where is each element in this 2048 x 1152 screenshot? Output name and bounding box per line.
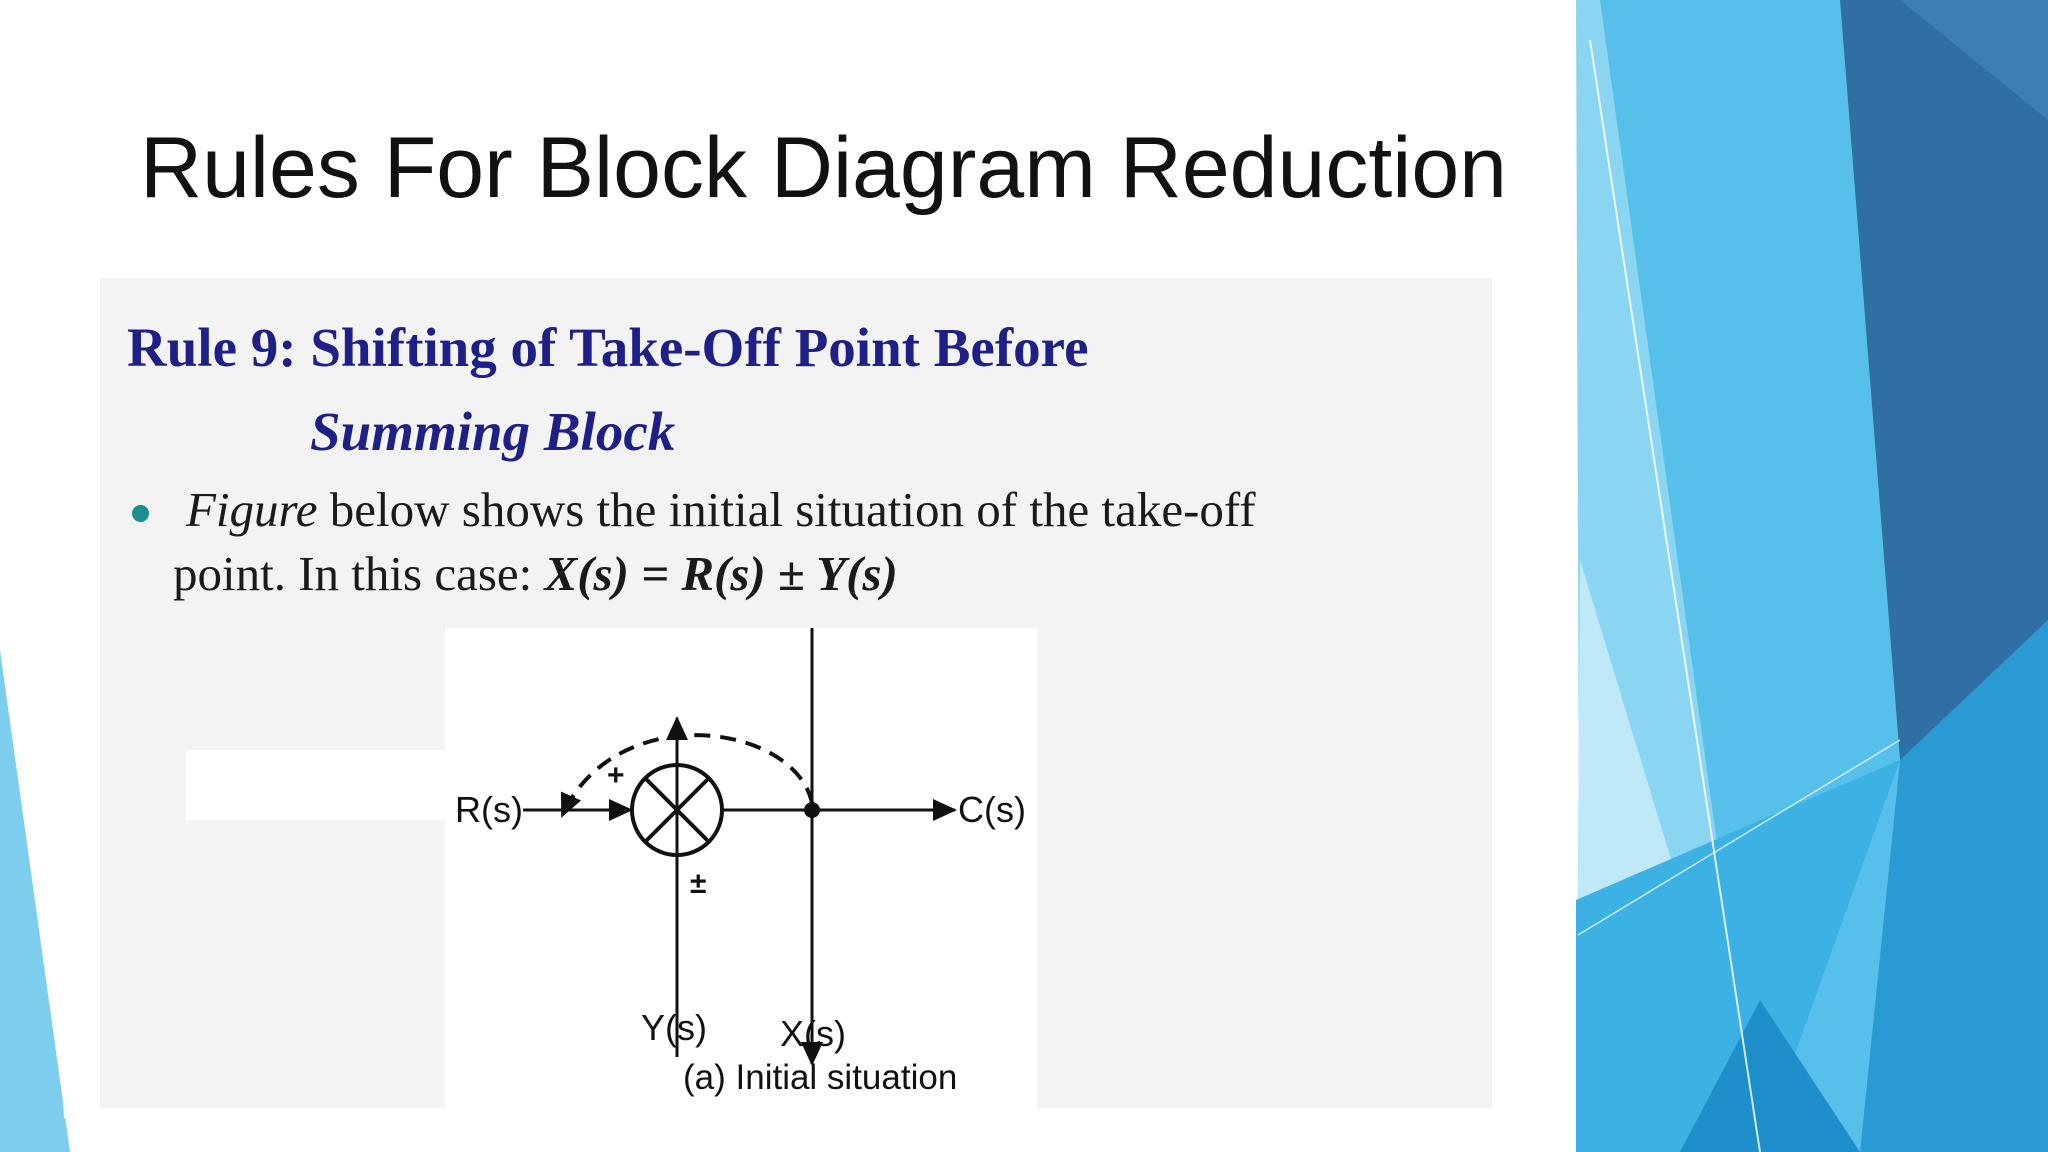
rule-heading: Rule 9: Shifting of Take-Off Point Befor… [127, 317, 1089, 378]
equation: X(s) = R(s) ± Y(s) [544, 546, 898, 601]
block-diagram-svg [523, 628, 957, 1066]
bullet-line-1: Figure below shows the initial situation… [186, 481, 1256, 539]
figure-caption: (a) Initial situation [683, 1058, 958, 1097]
rule-content-image: Rule 9: Shifting of Take-Off Point Befor… [100, 278, 1492, 1108]
plusminus-sign: ± [690, 867, 707, 900]
plus-sign: + [607, 759, 625, 792]
output-label: C(s) [958, 789, 1026, 830]
bullet-dot [132, 505, 149, 522]
figure-word: Figure [186, 482, 318, 537]
rule-heading-line2: Summing Block [310, 401, 676, 462]
bullet-line-2-text: point. In this case: [173, 546, 545, 601]
bullet-line-2: point. In this case: X(s) = R(s) ± Y(s) [173, 545, 898, 603]
takeoff-label: X(s) [780, 1013, 846, 1054]
bullet-line-1-text: below shows the initial situation of the… [317, 482, 1256, 537]
slide-title: Rules For Block Diagram Reduction [140, 120, 1507, 216]
shift-dashed-arc [560, 733, 814, 818]
input-label: R(s) [455, 789, 523, 830]
bottom-input-label: Y(s) [641, 1007, 707, 1048]
block-diagram-figure: R(s) C(s) + ± Y(s) X(s) (a) Initial situ… [445, 628, 1037, 1108]
white-patch [186, 750, 446, 820]
